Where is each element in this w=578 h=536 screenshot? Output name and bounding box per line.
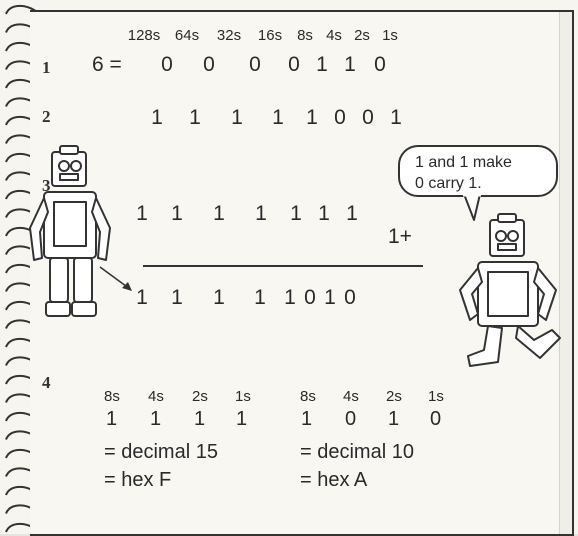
bit: 0 bbox=[326, 106, 354, 130]
header-32s: 32s bbox=[208, 27, 250, 44]
place-value-header: 128s 64s 32s 16s 8s 4s 2s 1s bbox=[122, 27, 404, 44]
s4-right-header: 2s bbox=[386, 388, 402, 405]
step-number-1: 1 bbox=[42, 58, 51, 78]
row-1-prefix: 6 = bbox=[92, 53, 146, 77]
bit: 1 bbox=[140, 106, 174, 130]
bit: 1 bbox=[198, 202, 240, 226]
s4-left-decimal: = decimal 15 bbox=[104, 441, 218, 464]
bit: 0 bbox=[354, 106, 382, 130]
s4-right-decimal: = decimal 10 bbox=[300, 441, 414, 464]
s4-left-bit: 1 bbox=[236, 408, 247, 431]
bit: 0 bbox=[188, 53, 230, 77]
speech-line-2: 0 carry 1. bbox=[415, 173, 556, 194]
s4-right-header: 4s bbox=[343, 388, 359, 405]
s4-left-bit: 1 bbox=[194, 408, 205, 431]
s4-left-bit: 1 bbox=[150, 408, 161, 431]
header-128s: 128s bbox=[122, 27, 166, 44]
s4-right-bit: 1 bbox=[388, 408, 399, 431]
bit: 1 bbox=[198, 286, 240, 310]
step-number-4: 4 bbox=[42, 373, 51, 393]
sum-line bbox=[143, 265, 423, 267]
bit: 0 bbox=[146, 53, 188, 77]
bit: 1 bbox=[156, 202, 198, 226]
bit: 1 bbox=[298, 106, 326, 130]
s4-right-header: 8s bbox=[300, 388, 316, 405]
bit: 1 bbox=[240, 286, 280, 310]
row-3: 1 1 1 1 1 1 1 bbox=[128, 202, 366, 226]
s4-left-hex: = hex F bbox=[104, 469, 171, 492]
bit: 1 bbox=[282, 202, 310, 226]
bit: 0 bbox=[340, 286, 360, 310]
header-8s: 8s bbox=[290, 27, 320, 44]
bit: 1 bbox=[310, 202, 338, 226]
row-1: 6 = 0 0 0 0 1 1 0 bbox=[92, 53, 396, 77]
bit: 0 bbox=[230, 53, 280, 77]
robot-left-icon bbox=[20, 140, 120, 350]
robot-right-icon bbox=[448, 210, 576, 370]
bit: 1 bbox=[308, 53, 336, 77]
bit: 1 bbox=[156, 286, 198, 310]
header-1s: 1s bbox=[376, 27, 404, 44]
bit: 1 bbox=[174, 106, 216, 130]
s4-left-bit: 1 bbox=[106, 408, 117, 431]
header-4s: 4s bbox=[320, 27, 348, 44]
bit: 1 bbox=[280, 286, 300, 310]
row-2: 1 1 1 1 1 0 0 1 bbox=[140, 106, 410, 130]
bit: 1 bbox=[382, 106, 410, 130]
step-number-2: 2 bbox=[42, 107, 51, 127]
s4-left-header: 2s bbox=[192, 388, 208, 405]
s4-right-bit: 0 bbox=[430, 408, 441, 431]
s4-left-header: 1s bbox=[235, 388, 251, 405]
s4-right-header: 1s bbox=[428, 388, 444, 405]
bit: 1 bbox=[336, 53, 364, 77]
header-64s: 64s bbox=[166, 27, 208, 44]
s4-right-hex: = hex A bbox=[300, 469, 367, 492]
bit: 1 bbox=[258, 106, 298, 130]
bit: 0 bbox=[364, 53, 396, 77]
header-2s: 2s bbox=[348, 27, 376, 44]
bit: 1 bbox=[216, 106, 258, 130]
speech-line-1: 1 and 1 make bbox=[415, 152, 556, 173]
s4-right-bit: 1 bbox=[301, 408, 312, 431]
bit: 1 bbox=[320, 286, 340, 310]
carry-addend: 1+ bbox=[388, 225, 412, 249]
row-3-result: 1 1 1 1 1 0 1 0 bbox=[128, 286, 360, 310]
speech-bubble: 1 and 1 make 0 carry 1. bbox=[398, 145, 558, 197]
bit: 1 bbox=[240, 202, 282, 226]
s4-left-header: 8s bbox=[104, 388, 120, 405]
s4-left-header: 4s bbox=[148, 388, 164, 405]
bit: 1 bbox=[128, 202, 156, 226]
bit: 0 bbox=[300, 286, 320, 310]
bit: 0 bbox=[280, 53, 308, 77]
s4-right-bit: 0 bbox=[345, 408, 356, 431]
header-16s: 16s bbox=[250, 27, 290, 44]
bit: 1 bbox=[338, 202, 366, 226]
